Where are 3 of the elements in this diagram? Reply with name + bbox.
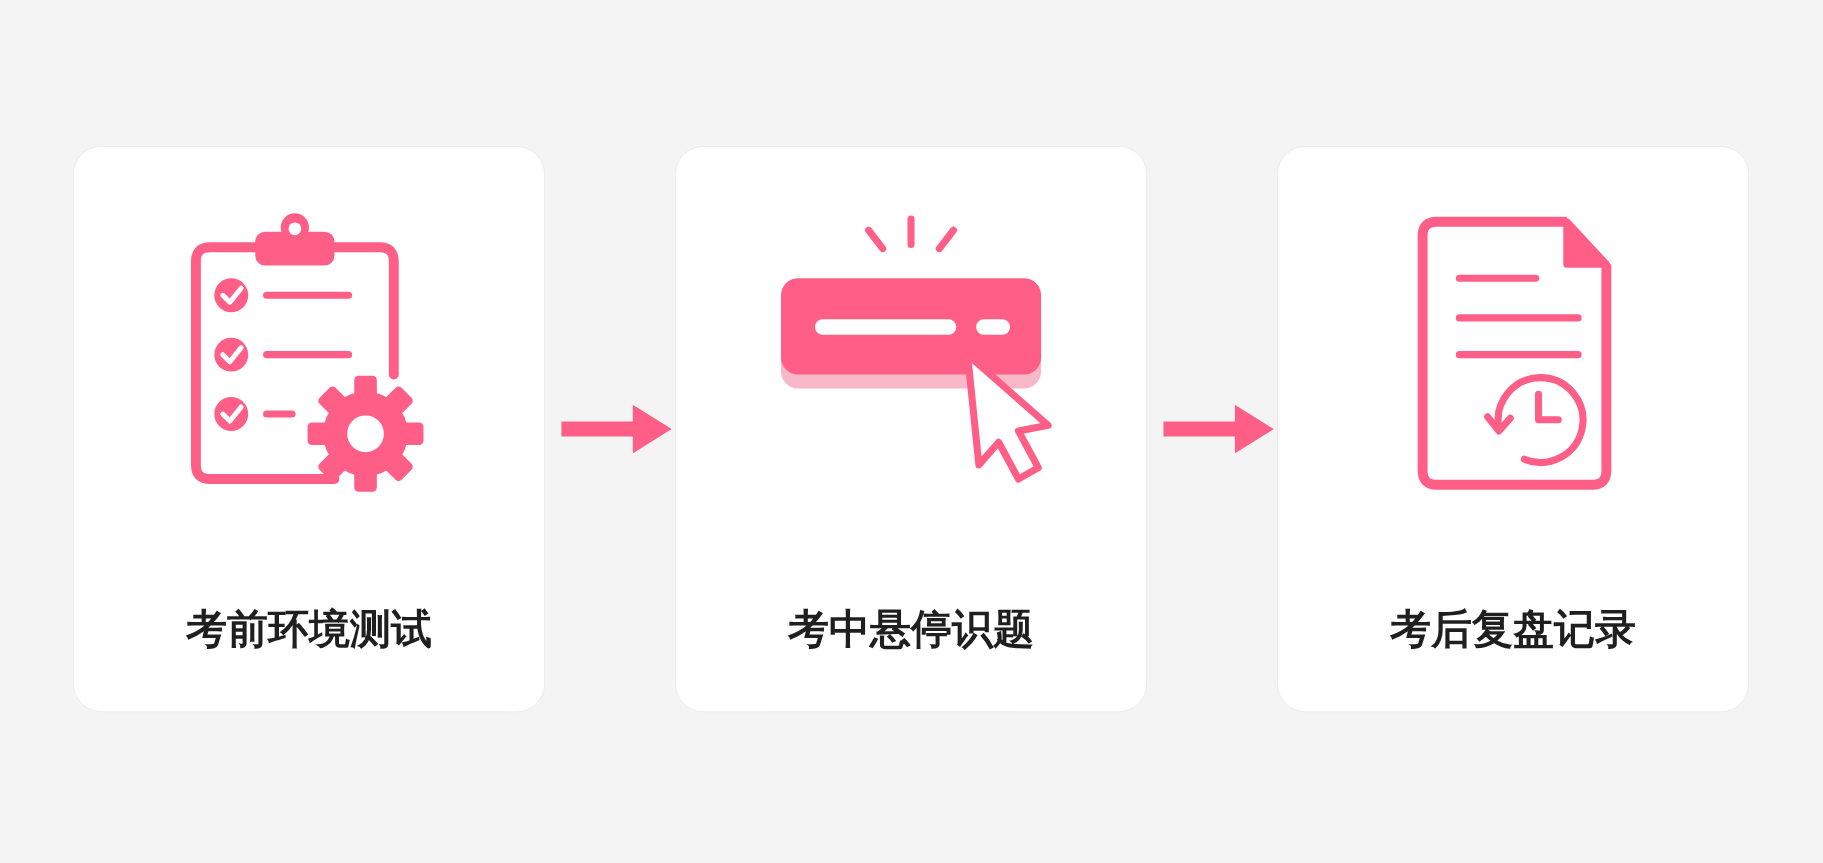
step-label: 考中悬停识题 — [788, 604, 1035, 655]
step-label: 考后复盘记录 — [1390, 604, 1637, 655]
step-label: 考前环境测试 — [186, 604, 433, 655]
